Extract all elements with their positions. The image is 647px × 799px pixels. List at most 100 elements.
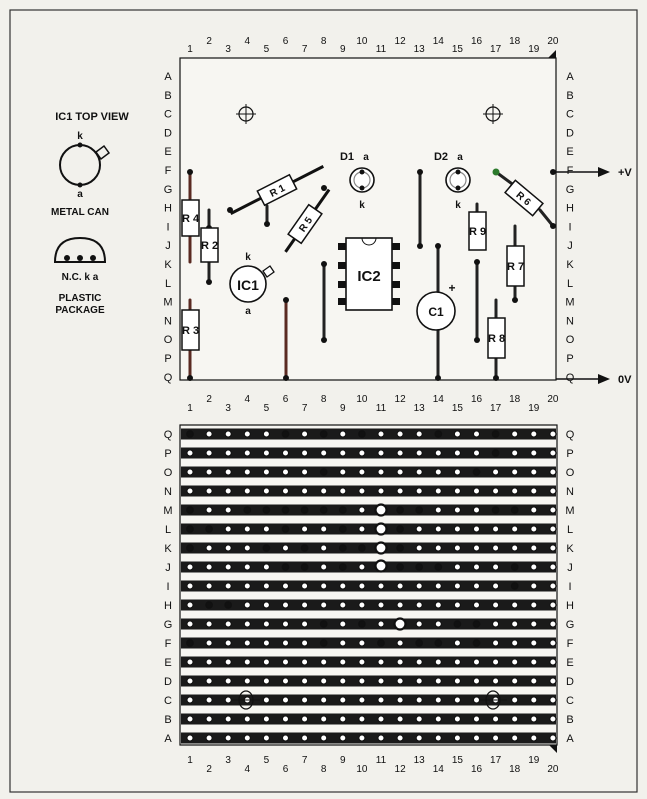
svg-text:R 2: R 2: [201, 240, 218, 252]
column-number: 7: [302, 44, 308, 55]
strip-hole: [530, 506, 538, 514]
row-label: D: [566, 127, 574, 139]
strip-hole: [511, 677, 519, 685]
solder-joint: [281, 563, 290, 571]
strip-hole: [530, 677, 538, 685]
strip-hole: [549, 715, 557, 723]
copper-strip: [181, 618, 556, 630]
strip-hole: [396, 696, 404, 704]
copper-strip: [181, 599, 556, 611]
svg-text:D2: D2: [434, 151, 448, 163]
strip-hole: [434, 696, 442, 704]
strip-hole: [396, 430, 404, 438]
strip-hole: [415, 658, 423, 666]
strip-hole: [415, 601, 423, 609]
strip-hole: [301, 487, 309, 495]
column-number: 9: [340, 755, 346, 766]
strip-hole: [339, 620, 347, 628]
strip-hole: [262, 696, 270, 704]
strip-hole: [511, 715, 519, 723]
strip-hole: [511, 487, 519, 495]
ic1-top-view-title: IC1 TOP VIEW: [55, 111, 129, 123]
svg-text:R 8: R 8: [488, 333, 505, 345]
strip-hole: [530, 563, 538, 571]
strip-hole: [415, 677, 423, 685]
mounting-hole-icon: [479, 690, 507, 710]
strip-hole: [453, 506, 461, 514]
solder-joint: [338, 525, 347, 533]
strip-hole: [262, 582, 270, 590]
column-number: 19: [528, 755, 540, 766]
column-number: 6: [283, 394, 289, 405]
solder-joint: [434, 430, 443, 438]
column-number: 3: [225, 44, 231, 55]
strip-hole: [243, 639, 251, 647]
column-number: 16: [471, 764, 483, 775]
strip-hole: [186, 582, 194, 590]
strip-hole: [205, 715, 213, 723]
strip-hole: [453, 658, 461, 666]
strip-hole: [243, 658, 251, 666]
row-label: G: [164, 184, 173, 196]
strip-hole: [396, 582, 404, 590]
row-label: N: [164, 486, 172, 498]
led-d2: D2 a k: [434, 151, 471, 211]
strip-hole: [262, 430, 270, 438]
strip-hole: [320, 525, 328, 533]
strip-hole: [492, 658, 500, 666]
strip-hole: [224, 582, 232, 590]
row-label: H: [164, 203, 172, 215]
mounting-hole-icon: [232, 690, 260, 710]
strip-hole: [205, 696, 213, 704]
solder-joint: [491, 506, 500, 514]
strip-hole: [282, 734, 289, 742]
column-number: 17: [490, 403, 502, 414]
strip-hole: [243, 449, 251, 457]
strip-hole: [358, 639, 366, 647]
strip-hole: [396, 715, 404, 723]
strip-hole: [396, 639, 404, 647]
row-label: F: [165, 165, 172, 177]
strip-hole: [377, 677, 385, 685]
strip-hole: [282, 620, 289, 628]
strip-hole: [492, 525, 500, 533]
strip-hole: [301, 525, 309, 533]
column-number: 16: [471, 394, 483, 405]
strip-hole: [358, 734, 366, 742]
svg-text:R 3: R 3: [182, 325, 199, 337]
solder-joint: [510, 506, 519, 514]
column-number: 20: [547, 764, 559, 775]
strip-hole: [358, 487, 366, 495]
solder-joint: [319, 620, 328, 628]
strip-hole: [396, 468, 404, 476]
strip-hole: [301, 696, 309, 704]
strip-hole: [320, 696, 328, 704]
column-number: 5: [264, 755, 270, 766]
strip-hole: [396, 658, 404, 666]
strip-hole: [549, 487, 557, 495]
strip-hole: [320, 601, 328, 609]
svg-text:k: k: [359, 200, 365, 211]
row-label: O: [566, 467, 575, 479]
plastic-label-line1: PLASTIC: [59, 293, 102, 304]
column-number: 8: [321, 36, 327, 47]
copper-strip: [181, 656, 556, 668]
strip-hole: [396, 734, 404, 742]
column-number: 4: [245, 36, 251, 47]
strip-hole: [415, 696, 423, 704]
strip-hole: [492, 620, 500, 628]
solder-joint: [281, 506, 290, 514]
strip-hole: [282, 449, 289, 457]
strip-hole: [530, 658, 538, 666]
solder-joint: [205, 525, 214, 533]
column-number: 7: [302, 755, 308, 766]
strip-hole: [282, 658, 289, 666]
solder-joint: [186, 506, 194, 514]
strip-hole: [377, 468, 385, 476]
strip-hole: [320, 544, 328, 552]
strip-hole: [262, 677, 270, 685]
strip-hole: [434, 734, 442, 742]
strip-hole: [511, 696, 519, 704]
